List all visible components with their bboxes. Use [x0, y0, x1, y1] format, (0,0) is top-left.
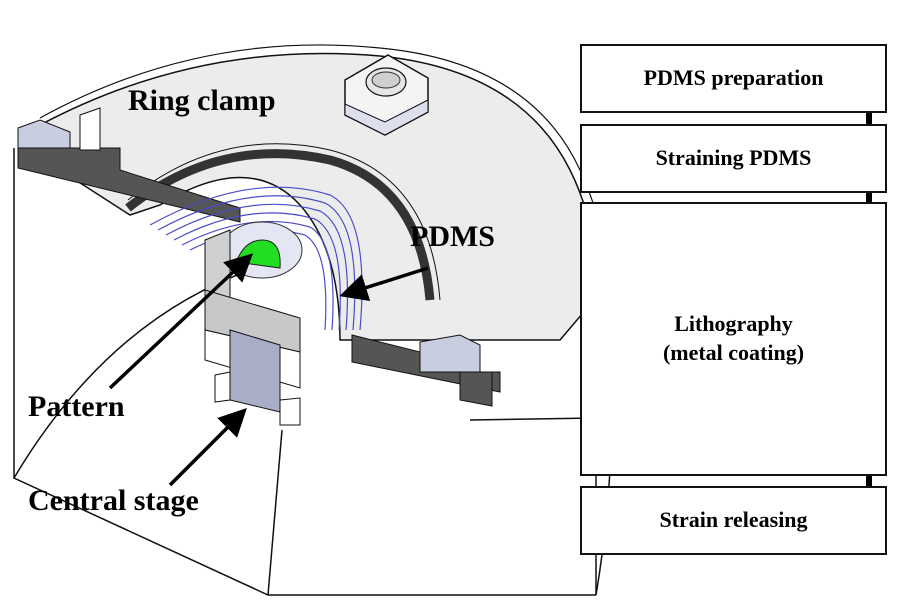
central-stage-arrow: [168, 408, 247, 487]
clamp-cross-section: [17, 107, 501, 407]
ring-clamp-label: Ring clamp: [128, 84, 276, 117]
pattern-arrow: [108, 253, 254, 390]
flow-step-lithography: Lithography (metal coating): [580, 202, 887, 476]
ring-clamp: [39, 44, 607, 341]
hex-nut: [344, 54, 429, 136]
flow-step-pdms-preparation: PDMS preparation: [580, 44, 887, 113]
step-label: Lithography: [674, 311, 793, 337]
pattern-label: Pattern: [28, 390, 125, 423]
pdms-arrow: [339, 266, 429, 301]
central-stage-label: Central stage: [28, 484, 199, 517]
step-label: Strain releasing: [659, 507, 808, 533]
step-label-group: Lithography (metal coating): [663, 310, 804, 367]
pdms-membrane: [149, 186, 363, 331]
flow-step-straining-pdms: Straining PDMS: [580, 124, 887, 193]
flow-step-strain-releasing: Strain releasing: [580, 486, 887, 555]
step-sublabel: (metal coating): [662, 340, 805, 365]
step-label: Straining PDMS: [655, 145, 812, 171]
step-label: PDMS preparation: [643, 65, 824, 91]
pdms-label: PDMS: [410, 220, 495, 253]
